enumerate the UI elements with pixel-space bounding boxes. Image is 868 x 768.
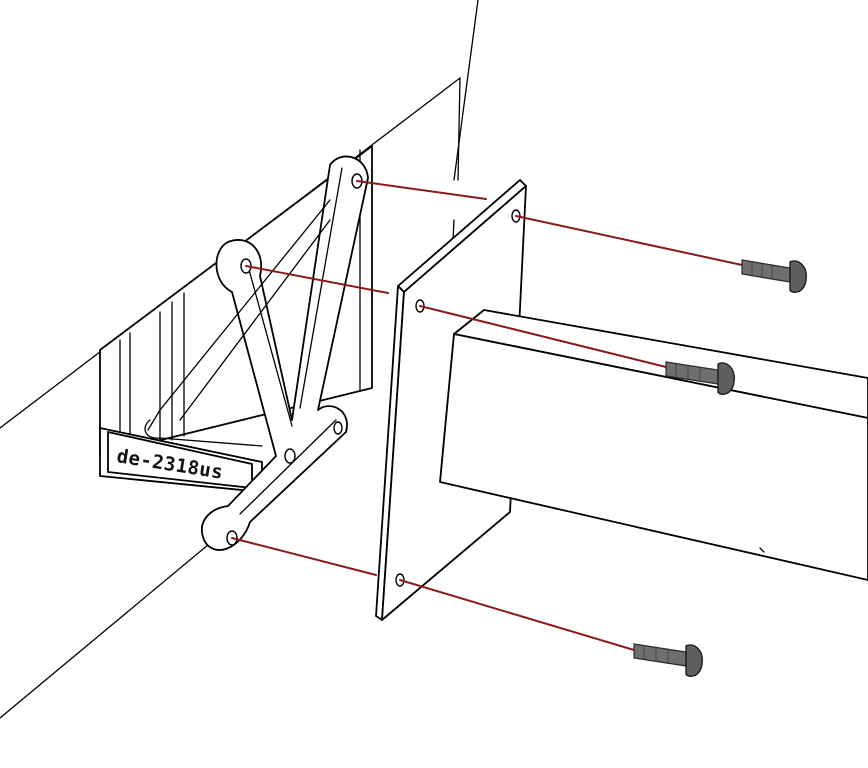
bracket-rear-web-1 xyxy=(147,199,331,431)
screw-top xyxy=(741,259,807,293)
bracket-inner-edge-1 xyxy=(299,167,343,409)
guide-top-rear xyxy=(356,180,487,200)
square-tube xyxy=(439,309,868,581)
bracket-hole-right xyxy=(333,421,343,435)
alignment-guides-rear xyxy=(231,180,487,576)
screw-middle xyxy=(665,361,735,395)
guide-top-front xyxy=(515,215,743,266)
screw-bottom xyxy=(633,643,703,677)
wall-vertical-edge xyxy=(453,0,479,181)
guide-bottom-rear xyxy=(231,537,377,576)
guide-middle-front xyxy=(419,305,667,368)
screw-top-head xyxy=(789,260,807,293)
bracket-rear-web-2 xyxy=(179,219,331,421)
y-bracket xyxy=(144,155,369,551)
guide-middle-rear xyxy=(245,265,389,294)
bracket-inner-edge-3 xyxy=(239,419,337,515)
tube-front-edge xyxy=(439,333,455,483)
wall-corner-edge xyxy=(457,77,461,181)
alignment-guides-front xyxy=(399,215,743,651)
screw-bottom-head xyxy=(685,644,703,677)
guide-bottom-front xyxy=(399,579,635,651)
screw-top-shank xyxy=(741,259,791,283)
bracket-rear-foot xyxy=(144,419,263,447)
tube-detail xyxy=(759,547,765,553)
screw-bottom-shank xyxy=(633,643,687,667)
bracket-hole-center xyxy=(284,448,296,464)
screw-middle-head xyxy=(717,362,735,395)
